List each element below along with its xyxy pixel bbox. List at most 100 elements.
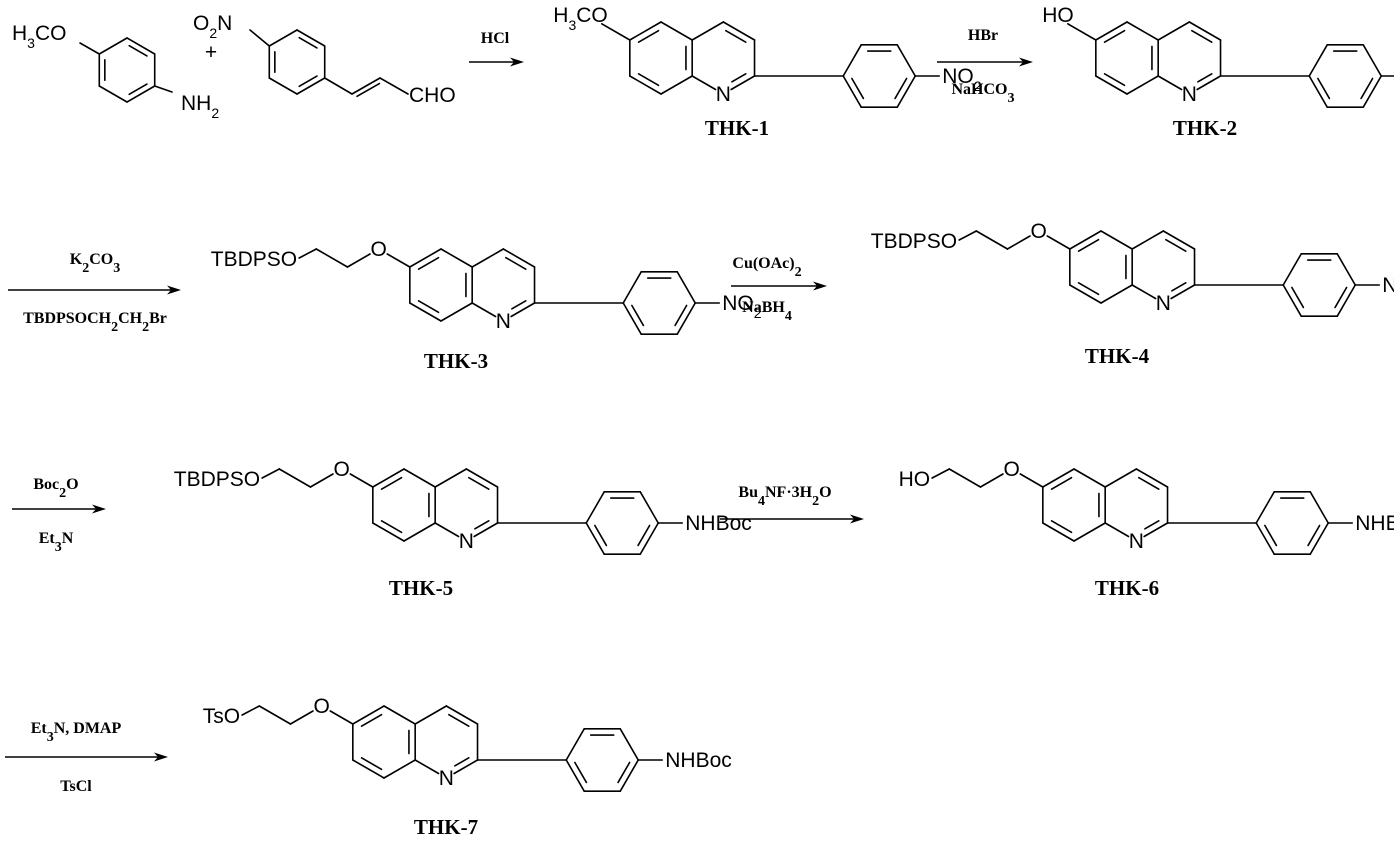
bond bbox=[842, 44, 863, 77]
arrow-head bbox=[813, 281, 827, 291]
bond bbox=[414, 705, 448, 725]
bond bbox=[465, 468, 499, 488]
bond bbox=[298, 248, 318, 259]
bond bbox=[1135, 468, 1169, 488]
compound-id-label: THK-2 bbox=[1173, 116, 1237, 140]
ether-oxygen-label: O bbox=[1030, 220, 1046, 243]
bond bbox=[894, 77, 908, 100]
bond bbox=[323, 77, 353, 95]
bond bbox=[403, 522, 436, 542]
bond bbox=[574, 761, 588, 784]
arrow-head bbox=[167, 285, 181, 295]
bond bbox=[1143, 522, 1169, 538]
bond bbox=[352, 759, 385, 779]
bond bbox=[676, 302, 697, 335]
bond bbox=[128, 44, 148, 57]
reagent-below-label: Et3N bbox=[39, 530, 74, 555]
bond bbox=[372, 522, 405, 542]
bond bbox=[383, 759, 416, 779]
bond bbox=[565, 759, 586, 792]
para-substituent-label: NHBoc bbox=[665, 749, 732, 772]
bond bbox=[379, 77, 409, 95]
bond bbox=[383, 705, 416, 725]
plus-sign: + bbox=[205, 41, 217, 64]
quinoline-nitrogen-label: N bbox=[1182, 83, 1197, 106]
nitro-label: O2N bbox=[193, 12, 232, 41]
bond bbox=[1042, 468, 1075, 488]
quinoline-nitrogen-label: N bbox=[459, 530, 474, 553]
bond bbox=[1157, 21, 1191, 41]
bond bbox=[975, 230, 1009, 250]
reaction-arrow-6: Bu4NF·3H2O bbox=[720, 484, 864, 524]
quinoline-nitrogen-label: N bbox=[439, 767, 454, 790]
bond bbox=[1131, 230, 1165, 250]
bond bbox=[1103, 29, 1126, 43]
bond bbox=[1104, 522, 1130, 538]
bond bbox=[958, 230, 978, 241]
bond bbox=[380, 520, 403, 534]
bond bbox=[315, 248, 349, 268]
bond bbox=[1197, 73, 1213, 83]
bond bbox=[502, 248, 536, 268]
arrow-head bbox=[850, 514, 864, 524]
bond bbox=[241, 705, 261, 716]
bond bbox=[622, 271, 643, 304]
bond bbox=[417, 300, 440, 314]
bond bbox=[268, 77, 298, 95]
aldehyde-label: CHO bbox=[409, 84, 456, 107]
reagent-above-label: Boc2O bbox=[33, 476, 78, 501]
bond bbox=[372, 468, 405, 488]
compound-id-label: THK-7 bbox=[414, 815, 478, 839]
reagent-above-label: K2CO3 bbox=[70, 251, 120, 276]
bond bbox=[585, 522, 606, 555]
bond bbox=[1334, 286, 1348, 309]
bond bbox=[289, 710, 314, 725]
bond bbox=[631, 304, 645, 327]
quinoline-nitrogen-label: N bbox=[716, 83, 731, 106]
bond bbox=[979, 473, 1004, 488]
bond bbox=[434, 522, 460, 538]
bond bbox=[1131, 284, 1157, 300]
bond bbox=[842, 75, 863, 108]
bond bbox=[471, 302, 497, 318]
bond bbox=[725, 29, 747, 43]
bond bbox=[1100, 284, 1133, 304]
reagent-above-label: Bu4NF·3H2O bbox=[738, 484, 831, 509]
bond bbox=[1309, 491, 1330, 524]
arrow-head bbox=[510, 57, 524, 67]
bond bbox=[1095, 75, 1128, 95]
bond bbox=[1069, 284, 1102, 304]
bond bbox=[1073, 468, 1106, 488]
bond bbox=[1066, 22, 1097, 41]
bond bbox=[1077, 238, 1100, 252]
bond bbox=[468, 476, 490, 490]
bond bbox=[309, 473, 334, 488]
bond bbox=[352, 705, 385, 725]
bond bbox=[1188, 21, 1222, 41]
bond bbox=[565, 728, 586, 761]
reagent-below-label: NaHCO3 bbox=[952, 81, 1015, 106]
quinoline-nitrogen-label: N bbox=[1156, 292, 1171, 315]
bond bbox=[296, 77, 326, 95]
bond bbox=[1309, 522, 1330, 555]
bond bbox=[1255, 522, 1276, 555]
protecting-group-label: TsO bbox=[203, 705, 240, 728]
compound-id-label: THK-5 bbox=[389, 576, 453, 600]
compound-id-label: THK-4 bbox=[1085, 344, 1150, 368]
substituent-label: H3CO bbox=[553, 4, 607, 33]
bond bbox=[676, 271, 697, 304]
bond bbox=[1095, 21, 1128, 41]
bond bbox=[448, 713, 470, 727]
bond bbox=[346, 253, 371, 268]
bond bbox=[731, 73, 747, 83]
bond bbox=[126, 85, 156, 103]
bond bbox=[1171, 282, 1187, 292]
compound-thk-4: NOTBDPSONH2THK-4 bbox=[871, 220, 1394, 368]
bond bbox=[1362, 44, 1383, 77]
bond bbox=[380, 476, 403, 490]
